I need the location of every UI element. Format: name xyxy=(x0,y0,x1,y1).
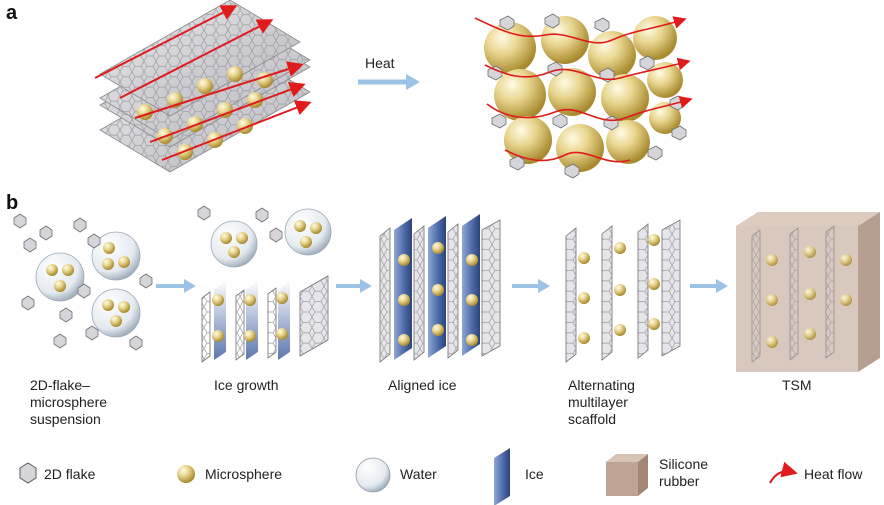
scaffold-flake-walls xyxy=(565,219,681,363)
process-step-aligned-ice xyxy=(379,214,501,363)
scattered-flakes xyxy=(487,13,687,179)
heat-transition-arrow xyxy=(358,74,420,90)
flake-walls xyxy=(201,275,329,363)
step-label-aligned-ice: Aligned ice xyxy=(388,377,457,393)
embedded-scaffold xyxy=(751,225,835,363)
ice-slab-icon xyxy=(494,448,510,505)
heat-arrow-label: Heat xyxy=(365,55,395,71)
legend-label-ice: Ice xyxy=(525,466,544,482)
step-label-suspension: 2D-flake– microsphere suspension xyxy=(30,377,108,427)
heat-flow-arrows-tortuous xyxy=(474,16,693,163)
disordered-heated-composite xyxy=(474,13,693,179)
step-label-tsm: TSM xyxy=(782,377,812,393)
legend xyxy=(19,448,798,505)
legend-label-heat-flow: Heat flow xyxy=(804,466,863,482)
panel-label-a: a xyxy=(6,2,18,24)
heat-flow-arrows-aligned xyxy=(94,5,312,161)
legend-label-microsphere: Microsphere xyxy=(205,466,283,482)
step-label-scaffold: Alternating multilayer scaffold xyxy=(568,377,635,427)
process-arrow-2 xyxy=(336,279,372,293)
heat-flow-arrow-icon xyxy=(769,461,798,484)
process-step-scaffold xyxy=(565,219,681,363)
process-arrow-4 xyxy=(690,279,728,293)
aligned-flake-walls xyxy=(379,219,501,363)
step-label-ice-growth: Ice growth xyxy=(214,377,279,393)
water-droplet-icon xyxy=(355,457,391,493)
microsphere-icon xyxy=(177,465,195,483)
process-step-tsm xyxy=(736,212,880,372)
process-arrow-1 xyxy=(156,279,196,293)
legend-label-water: Water xyxy=(400,466,437,482)
process-step-ice-growth xyxy=(197,205,332,363)
flake-icon xyxy=(19,462,37,484)
process-arrow-3 xyxy=(512,279,550,293)
aligned-layered-composite xyxy=(94,0,312,173)
silicone-cube-icon xyxy=(606,454,648,496)
ice-crystals xyxy=(214,280,290,360)
process-step-suspension xyxy=(13,213,153,351)
legend-label-flake: 2D flake xyxy=(44,466,96,482)
panel-label-b: b xyxy=(6,192,19,214)
legend-label-silicone-rubber: Silicone rubber xyxy=(659,456,709,489)
